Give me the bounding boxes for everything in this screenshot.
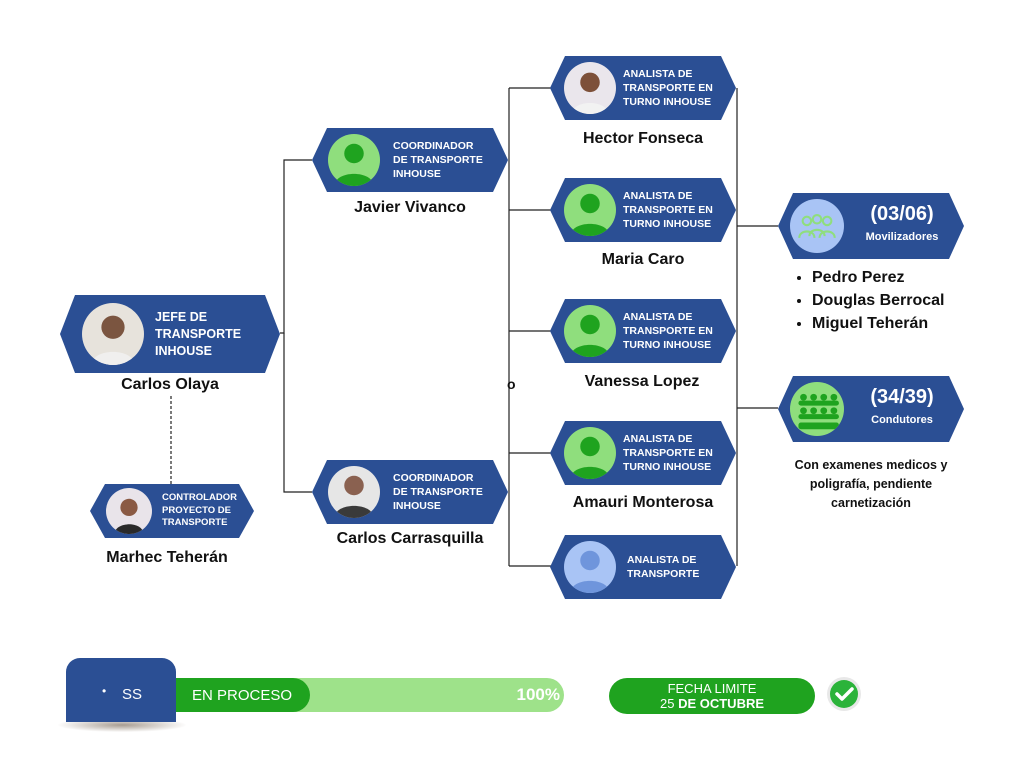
person-silhouette-icon xyxy=(564,305,616,357)
analyst-avatar xyxy=(564,184,616,236)
analyst-avatar xyxy=(564,305,616,357)
analyst-title: ANALISTA DE TRANSPORTE EN TURNO INHOUSE xyxy=(623,68,713,108)
analyst-title: ANALISTA DE TRANSPORTE xyxy=(627,554,700,580)
coordinator-name: Javier Vivanco xyxy=(354,199,466,216)
analyst-title: ANALISTA DE TRANSPORTE EN TURNO INHOUSE xyxy=(623,190,713,230)
analyst-name: Maria Caro xyxy=(601,251,685,268)
analyst-avatar xyxy=(564,541,616,593)
controller-node: CONTROLADOR PROYECTO DE TRANSPORTE xyxy=(90,484,254,538)
deadline-month: DE OCTUBRE xyxy=(678,696,765,711)
controller-avatar xyxy=(106,488,152,534)
conductores-label: Condutores xyxy=(871,414,933,426)
chief-avatar xyxy=(82,303,144,365)
status-badge: EN PROCESO xyxy=(176,678,310,712)
analyst-node: ANALISTA DE TRANSPORTE EN TURNO INHOUSE xyxy=(550,178,736,242)
movilizadores-list: Pedro Perez Douglas Berrocal Miguel Tehe… xyxy=(790,266,944,335)
coordinator-title: COORDINADOR DE TRANSPORTE INHOUSE xyxy=(393,472,483,512)
movilizadores-label: Movilizadores xyxy=(865,231,939,243)
analyst-name: Vanessa Lopez xyxy=(584,373,700,390)
analyst-title: ANALISTA DE TRANSPORTE EN TURNO INHOUSE xyxy=(623,433,713,473)
coordinator-avatar xyxy=(328,466,380,518)
check-circle-icon xyxy=(827,677,861,711)
list-item: Douglas Berrocal xyxy=(812,289,944,312)
movilizadores-count: (03/06) xyxy=(870,203,934,225)
controller-title: CONTROLADOR PROYECTO DE TRANSPORTE xyxy=(162,492,237,529)
conductores-note: Con examenes medicos y poligrafía, pendi… xyxy=(794,458,948,510)
deadline-badge: FECHA LIMITE 25 DE OCTUBRE xyxy=(609,678,815,714)
analyst-node: ANALISTA DE TRANSPORTE EN TURNO INHOUSE xyxy=(550,299,736,363)
person-photo-icon xyxy=(82,303,144,365)
controller-name: Marhec Teherán xyxy=(106,549,228,566)
chief-name: Carlos Olaya xyxy=(121,376,219,393)
person-photo-icon xyxy=(328,466,380,518)
stray-text: o xyxy=(507,376,516,392)
analyst-node: ANALISTA DE TRANSPORTE EN TURNO INHOUSE xyxy=(550,56,736,120)
deadline-date: 25 DE OCTUBRE xyxy=(609,696,815,711)
analyst-name: Amauri Monterosa xyxy=(572,494,714,511)
status-text: EN PROCESO xyxy=(192,687,293,704)
person-silhouette-icon xyxy=(328,134,380,186)
person-silhouette-icon xyxy=(564,427,616,479)
coordinator-avatar xyxy=(328,134,380,186)
conductores-node: (34/39) Condutores xyxy=(778,376,964,442)
analyst-node: ANALISTA DE TRANSPORTE xyxy=(550,535,736,599)
deadline-day: 25 xyxy=(659,696,675,711)
crowd-icon xyxy=(790,382,844,436)
progress-percent: 100% xyxy=(516,685,560,704)
coordinator-name: Carlos Carrasquilla xyxy=(336,530,484,547)
person-silhouette-icon xyxy=(564,184,616,236)
analyst-title: ANALISTA DE TRANSPORTE EN TURNO INHOUSE xyxy=(623,311,713,351)
list-item: Pedro Perez xyxy=(812,266,944,289)
deadline-label: FECHA LIMITE xyxy=(667,681,757,696)
analyst-avatar xyxy=(564,62,616,114)
analyst-node: ANALISTA DE TRANSPORTE EN TURNO INHOUSE xyxy=(550,421,736,485)
chief-node: JEFE DE TRANSPORTE INHOUSE xyxy=(60,295,280,373)
analyst-avatar xyxy=(564,427,616,479)
list-item: Miguel Teherán xyxy=(812,312,944,335)
person-photo-icon xyxy=(564,62,616,114)
conductores-count: (34/39) xyxy=(870,386,934,408)
group-icon xyxy=(790,199,844,253)
coordinator-node: COORDINADOR DE TRANSPORTE INHOUSE xyxy=(312,460,508,524)
person-silhouette-icon xyxy=(564,541,616,593)
movilizadores-node: (03/06) Movilizadores xyxy=(778,193,964,259)
bullet-icon: • xyxy=(102,684,107,698)
analyst-name: Hector Fonseca xyxy=(582,130,704,147)
chief-title: JEFE DE TRANSPORTE INHOUSE xyxy=(155,309,242,358)
ss-tab: • SS xyxy=(66,658,176,722)
coordinator-node: COORDINADOR DE TRANSPORTE INHOUSE xyxy=(312,128,508,192)
coordinator-title: COORDINADOR DE TRANSPORTE INHOUSE xyxy=(393,140,483,180)
ss-label: SS xyxy=(122,686,143,703)
person-photo-icon xyxy=(106,488,152,534)
